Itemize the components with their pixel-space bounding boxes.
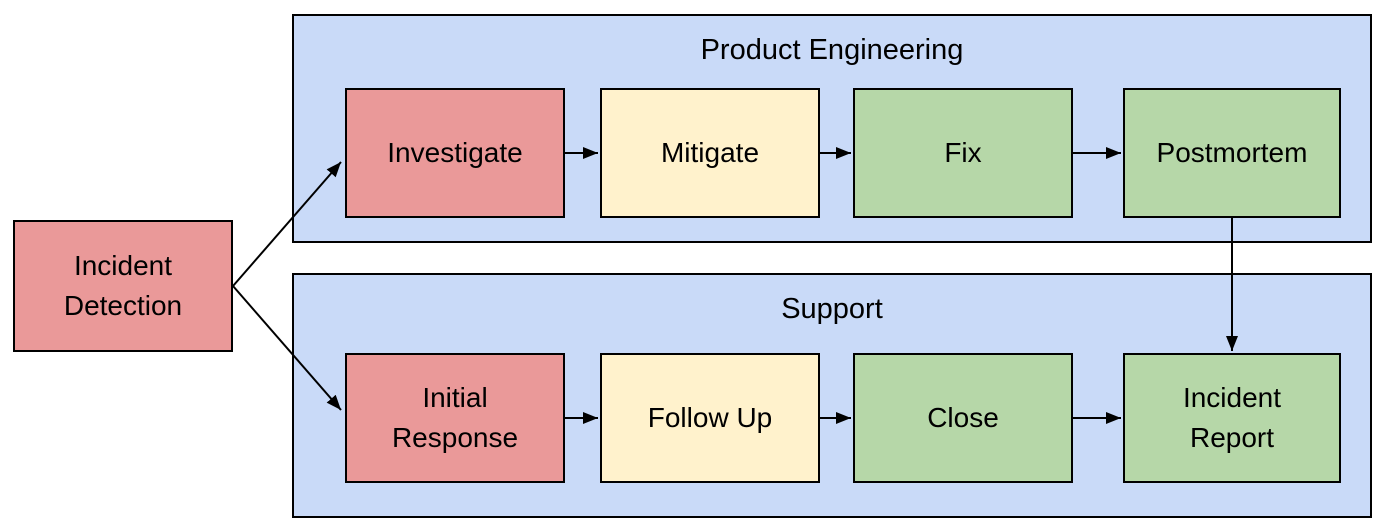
node-fix: Fix [853,88,1073,218]
lane-title-product-engineering: Product Engineering [700,34,964,66]
lane-title-support: Support [781,293,883,325]
node-close: Close [853,353,1073,483]
node-investigate: Investigate [345,88,565,218]
node-follow-up: Follow Up [600,353,820,483]
node-incident-detection: Incident Detection [13,220,233,352]
node-postmortem: Postmortem [1123,88,1341,218]
node-initial-response: Initial Response [345,353,565,483]
node-incident-report: Incident Report [1123,353,1341,483]
node-mitigate: Mitigate [600,88,820,218]
